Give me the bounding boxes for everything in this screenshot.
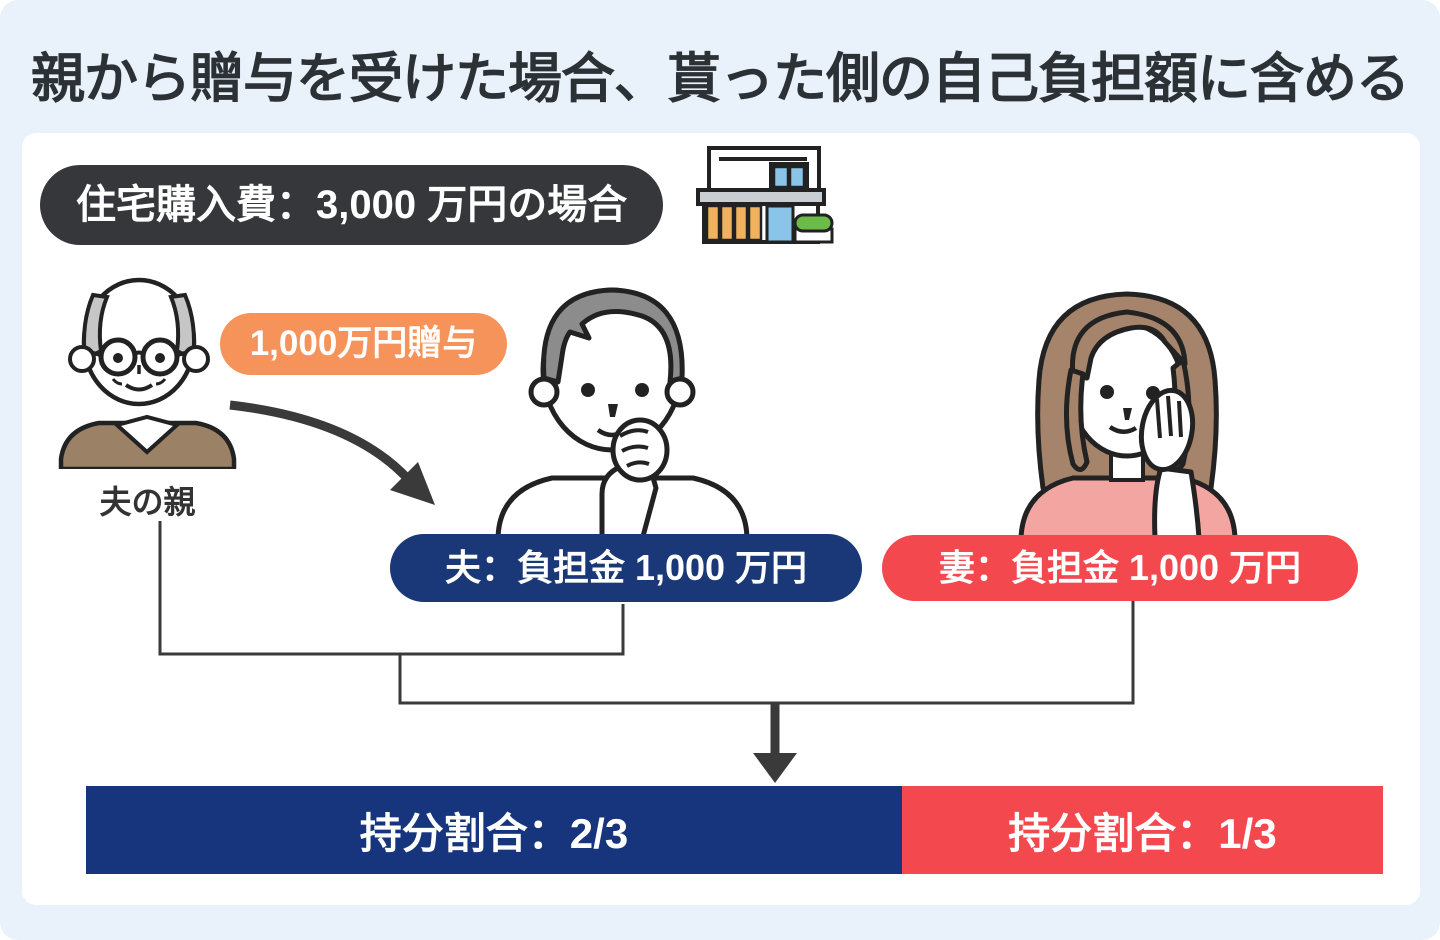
house-icon xyxy=(696,146,834,244)
content-card: 住宅購入費：3,000 万円の場合 xyxy=(22,133,1420,905)
husband-share-bar: 持分割合：2/3 xyxy=(86,786,902,874)
husband-contribution-pill: 夫：負担金 1,000 万円 xyxy=(390,534,862,602)
connector-lines xyxy=(158,400,1135,783)
parent-illustration xyxy=(58,277,237,469)
down-arrow-icon xyxy=(753,753,797,783)
purchase-cost-badge: 住宅購入費：3,000 万円の場合 xyxy=(40,165,664,245)
wife-illustration xyxy=(1018,291,1238,538)
curved-arrow-icon xyxy=(229,400,435,505)
husband-illustration xyxy=(495,287,750,540)
parent-caption: 夫の親 xyxy=(99,484,196,520)
page-title: 親から贈与を受けた場合、貰った側の自己負担額に含める xyxy=(31,49,1410,109)
wife-contribution-pill: 妻：負担金 1,000 万円 xyxy=(882,535,1358,601)
wife-share-bar: 持分割合：1/3 xyxy=(902,786,1383,874)
gift-amount-pill: 1,000万円贈与 xyxy=(220,313,507,375)
